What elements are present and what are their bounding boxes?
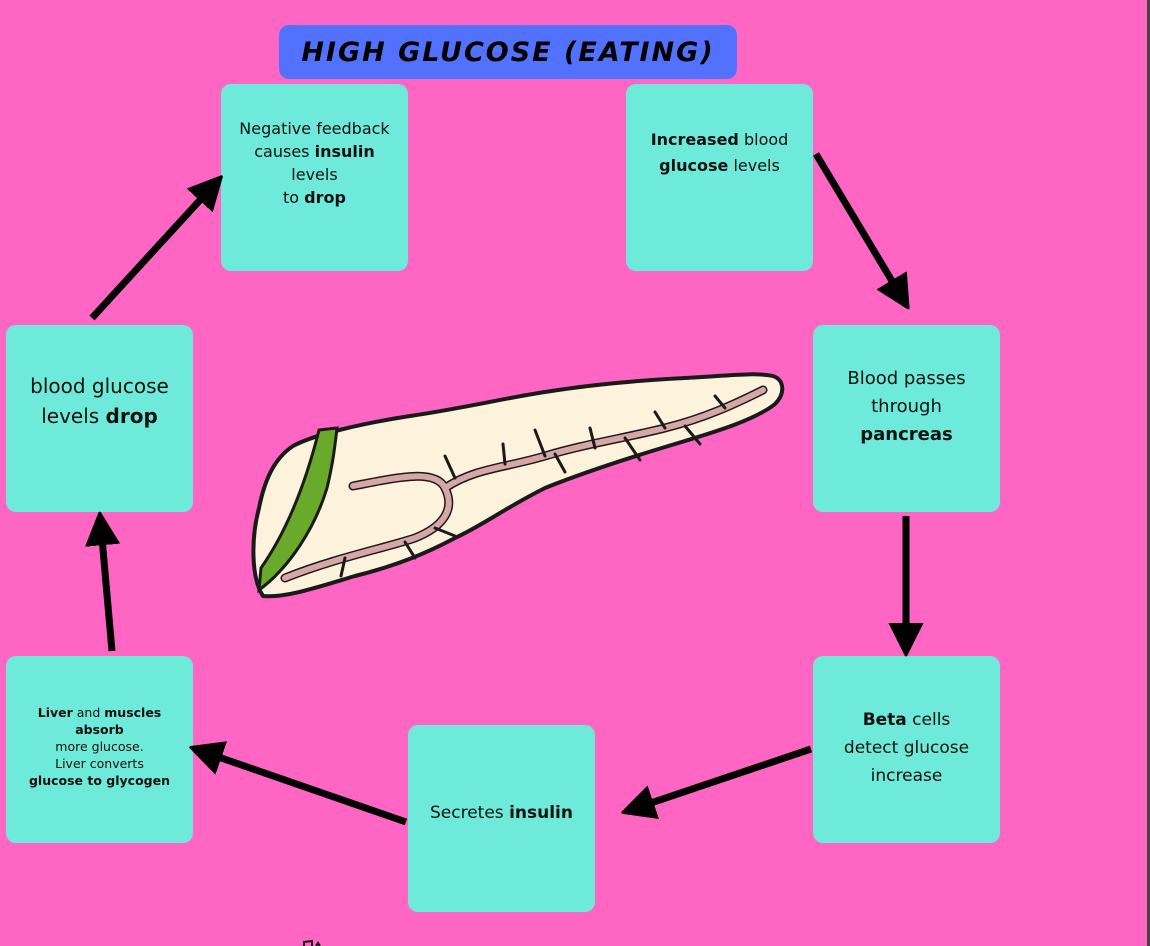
- step-text: causes: [254, 142, 315, 161]
- step-negative-feedback: Negative feedback causes insulin levels to …: [221, 84, 408, 271]
- step-text-bold: glucose to glycogen: [28, 773, 170, 788]
- step-text: increase: [870, 765, 943, 786]
- step-text-bold: drop: [304, 188, 346, 207]
- step-text-line: absorb: [75, 721, 124, 738]
- step-text-bold: Increased: [650, 130, 739, 149]
- step-text: more glucose.: [55, 739, 144, 754]
- arrow-secretes-to-liver: [204, 752, 408, 826]
- step-text-line: Liver converts: [55, 755, 144, 772]
- step-text-line: Increased blood: [651, 127, 789, 153]
- step-text: blood: [738, 130, 789, 149]
- step-text-line: glucose to glycogen: [29, 772, 170, 789]
- step-text-line: Secretes insulin: [430, 800, 573, 826]
- step-text-line: through: [871, 393, 942, 421]
- page-right-edge: [1147, 0, 1150, 946]
- step-text: levels: [728, 156, 780, 175]
- step-text-bold: absorb: [75, 722, 124, 737]
- step-text-line: blood glucose: [30, 371, 169, 401]
- step-text: Negative feedback: [239, 119, 390, 138]
- step-text-bold: muscles: [104, 705, 162, 720]
- step-text-line: more glucose.: [55, 738, 143, 755]
- step-beta-cells: Beta cells detect glucose increase: [813, 656, 1000, 843]
- step-text: levels: [291, 165, 338, 184]
- step-text-bold: insulin: [314, 142, 375, 161]
- step-text-line: pancreas: [860, 421, 952, 449]
- step-text-line: detect glucose: [844, 734, 969, 762]
- step-text: to: [283, 188, 305, 207]
- step-text-line: levels: [291, 163, 337, 186]
- step-text-line: to drop: [283, 186, 346, 209]
- step-text: Secretes: [430, 802, 510, 823]
- diagram-title: HIGH GLUCOSE (EATING): [279, 25, 737, 79]
- arrow-liver-to-drop: [101, 527, 112, 652]
- arrow-beta-to-secretes: [636, 745, 813, 808]
- step-glucose-drops: blood glucose levels drop: [6, 325, 193, 512]
- step-text-bold: Beta: [862, 709, 907, 730]
- step-text: and: [72, 705, 105, 720]
- step-blood-passes-pancreas: Blood passes through pancreas: [813, 325, 1000, 512]
- step-text-line: Liver and muscles: [38, 704, 162, 721]
- step-text-bold: insulin: [509, 802, 573, 823]
- step-text-bold: drop: [105, 403, 158, 428]
- step-text: blood glucose: [30, 373, 169, 398]
- step-text-line: increase: [871, 762, 943, 790]
- step-text: cells: [906, 709, 951, 730]
- step-text-line: Beta cells: [863, 706, 951, 734]
- step-text: Blood passes: [847, 367, 966, 389]
- step-text-line: causes insulin: [254, 140, 375, 163]
- step-text-line: Blood passes: [847, 365, 965, 393]
- arrow-drop-to-feedback: [89, 187, 212, 321]
- step-text-bold: pancreas: [860, 423, 953, 445]
- step-text: levels: [41, 403, 106, 428]
- step-text-line: levels drop: [41, 401, 158, 431]
- partial-text-fragment: [303, 939, 321, 946]
- step-text: Liver converts: [55, 756, 144, 771]
- step-text-line: glucose levels: [659, 153, 780, 179]
- step-text-line: Negative feedback: [239, 117, 389, 140]
- step-text-bold: glucose: [659, 156, 729, 175]
- pancreas-icon: [251, 372, 785, 599]
- step-text-bold: Liver: [37, 705, 73, 720]
- step-secretes-insulin: Secretes insulin: [408, 725, 595, 912]
- step-text: through: [871, 395, 942, 417]
- step-text: detect glucose: [843, 737, 970, 758]
- arrow-increased-to-pancreas: [812, 152, 901, 296]
